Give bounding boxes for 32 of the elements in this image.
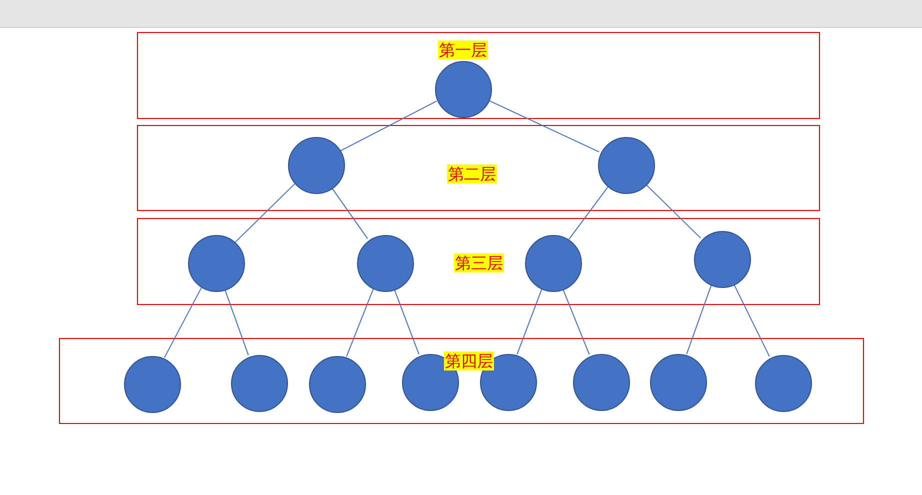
tree-node-circle — [434, 60, 492, 118]
tree-node-circle — [598, 136, 654, 194]
tree-node-circle — [124, 356, 180, 412]
tree-node-circle — [754, 354, 812, 412]
connector-line — [487, 100, 600, 152]
connector-line — [686, 284, 712, 355]
tree-node-circle — [188, 234, 244, 292]
connector-line — [340, 100, 438, 152]
layer-band — [137, 218, 820, 305]
tree-node-circle — [288, 136, 344, 194]
layer-label: 第二层 — [447, 164, 497, 184]
connector-line — [562, 288, 590, 356]
connector-line — [516, 288, 542, 355]
layer-label: 第一层 — [438, 40, 488, 60]
layer-label: 第三层 — [454, 254, 504, 272]
connector-line — [346, 288, 374, 357]
layer-band — [59, 338, 864, 424]
layer-band — [137, 32, 820, 119]
layer-band — [137, 125, 820, 211]
tree-node-circle — [480, 354, 536, 410]
connector-line — [224, 288, 249, 356]
layer-label: 第四层 — [444, 352, 494, 370]
connector-line — [330, 186, 368, 240]
connector-line — [234, 183, 296, 243]
tree-node-circle — [356, 234, 414, 292]
connector-line — [568, 186, 608, 240]
tree-node-circle — [524, 234, 582, 292]
tree-node-circle — [694, 230, 750, 288]
connector-line — [164, 286, 202, 358]
connector-line — [733, 283, 770, 357]
connector-line — [644, 183, 702, 239]
connector-line — [394, 288, 420, 355]
